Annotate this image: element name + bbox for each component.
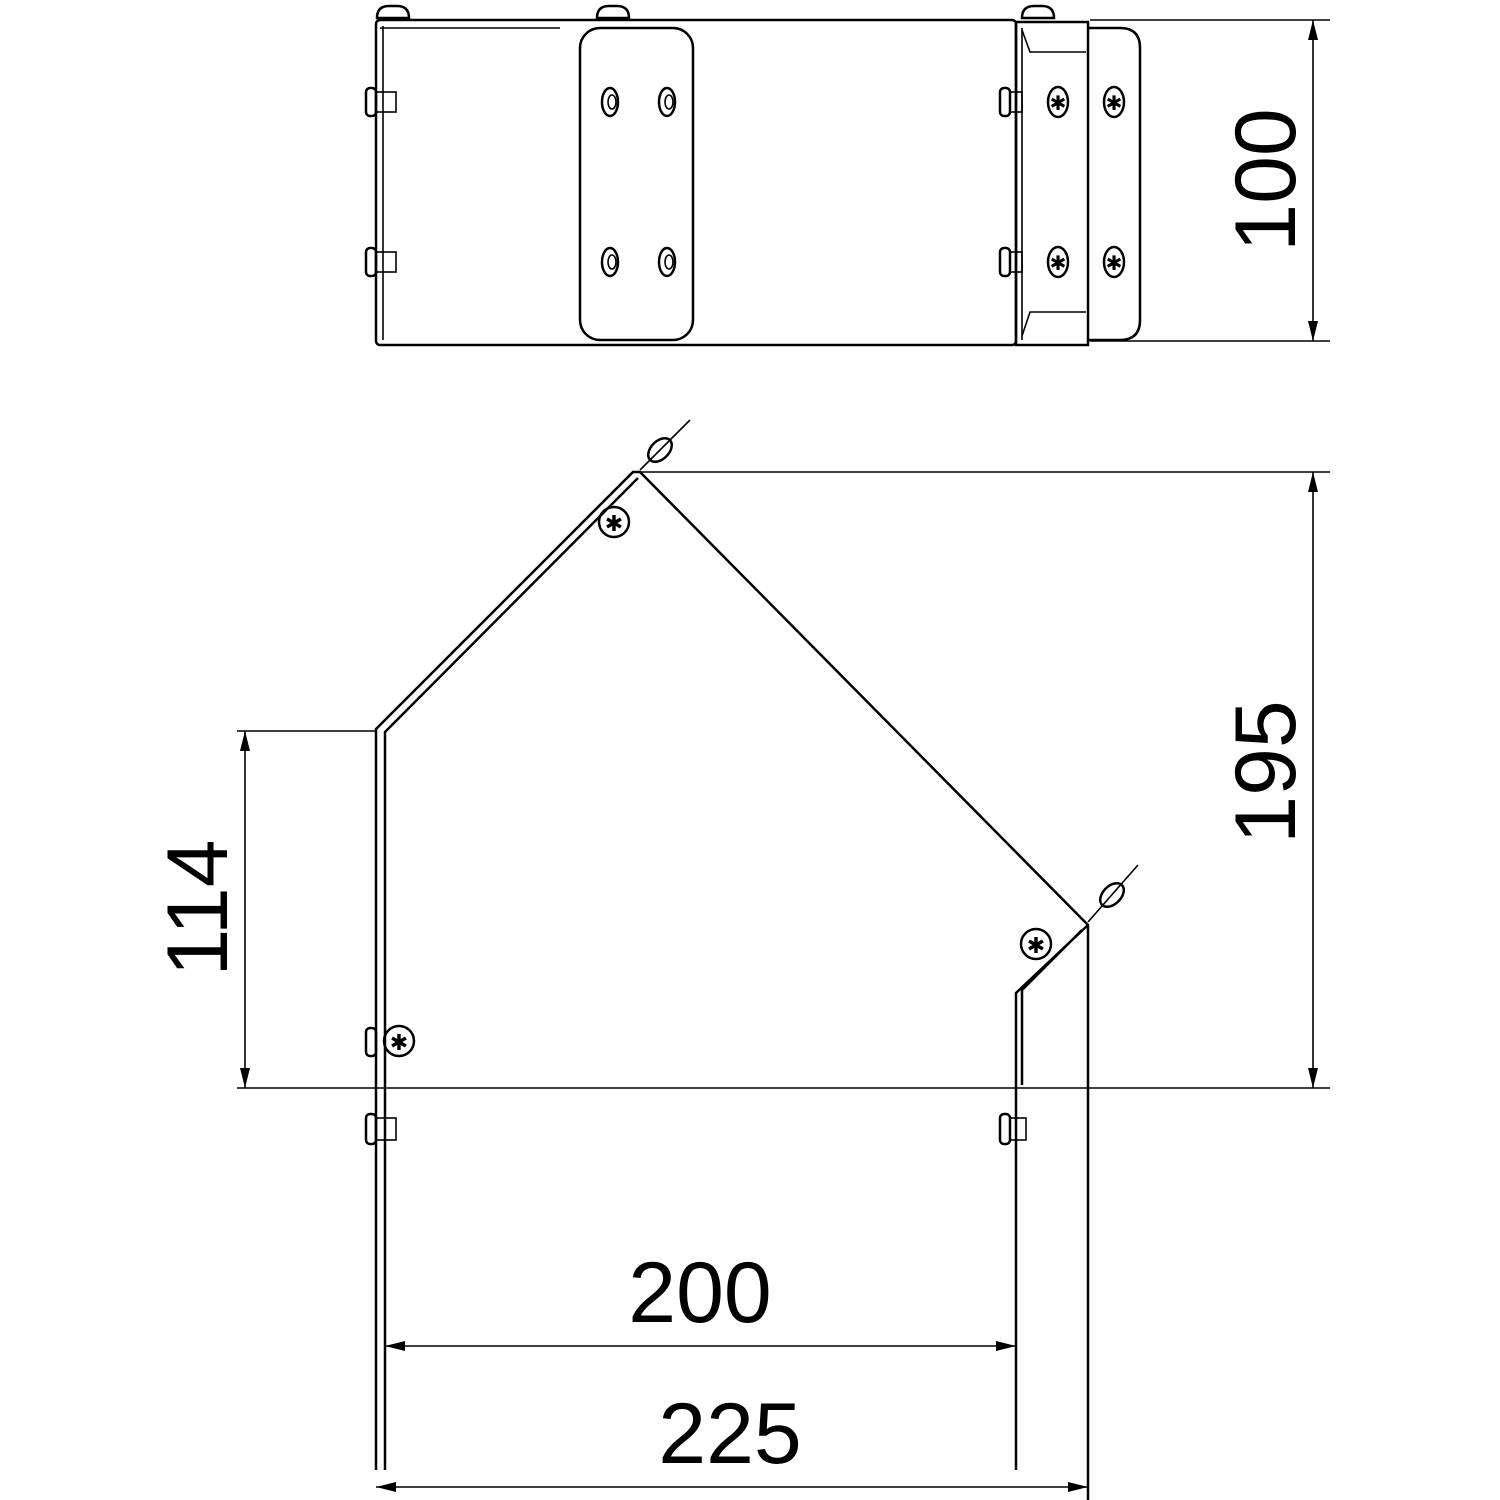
dimension-label-114: 114 [150, 839, 246, 976]
cover-outline [374, 470, 1090, 1500]
coupler-plate [578, 26, 695, 342]
dimension-label-225: 225 [658, 1386, 802, 1482]
dimension-114: 114 [150, 730, 376, 1088]
star-screws: ✱ ✱ ✱ ✱ [1046, 85, 1126, 279]
top-view: ✱ ✱ ✱ ✱ 100 [364, 4, 1330, 347]
svg-text:✱: ✱ [1050, 91, 1067, 115]
plan-view: ✱ ✱ ✱ 195 114 200 225 [150, 419, 1330, 1500]
screws: ✱ ✱ ✱ [364, 436, 1126, 1146]
dimension-225: 225 [376, 1386, 1088, 1492]
dimension-label-200: 200 [628, 1245, 772, 1341]
end-section [1014, 20, 1090, 347]
dimension-label-195: 195 [1218, 700, 1314, 844]
svg-text:✱: ✱ [1106, 251, 1123, 275]
dimension-195: 195 [237, 471, 1330, 1089]
end-plate [1088, 26, 1142, 342]
svg-text:✱: ✱ [390, 1031, 408, 1056]
inner-bend [1014, 924, 1089, 1470]
svg-text:✱: ✱ [605, 512, 623, 537]
bolt-holes [600, 86, 677, 278]
dimension-100: 100 [1090, 19, 1330, 342]
tray-body-outline [374, 18, 1018, 347]
side-screws [364, 4, 1056, 278]
dimension-label-100: 100 [1218, 108, 1314, 252]
svg-text:✱: ✱ [1027, 934, 1045, 959]
svg-text:✱: ✱ [1106, 91, 1123, 115]
svg-text:✱: ✱ [1050, 251, 1067, 275]
dimension-200: 200 [385, 1245, 1017, 1356]
